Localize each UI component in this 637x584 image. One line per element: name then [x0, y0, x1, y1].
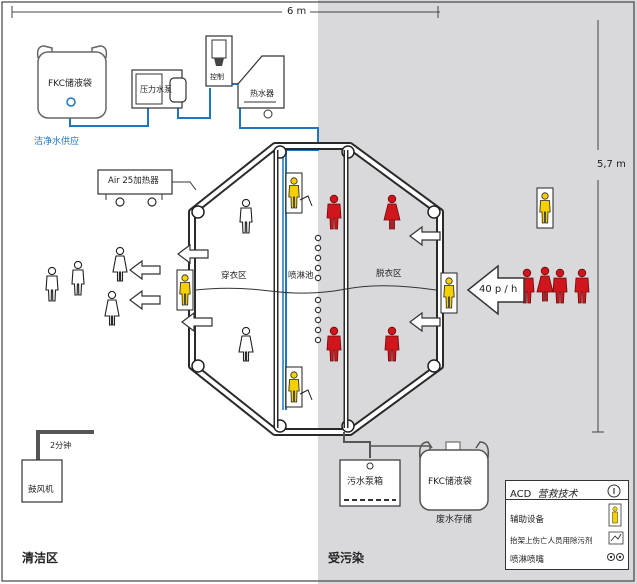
flow-arrow — [181, 312, 213, 332]
air-heater-label: Air 25加热器 — [108, 176, 159, 186]
legend-title: ACD — [510, 489, 532, 500]
sewage-pump-box-label: 污水泵箱 — [347, 477, 384, 487]
contaminated-zone-label: 受污染 — [328, 551, 365, 565]
control-label: 控制 — [210, 73, 224, 81]
clean-zone-label: 清洁区 — [22, 551, 59, 565]
legend: ACD 营救技术 辅助设备 抬架上伤亡人员用除污剂 喷淋喷嘴 — [505, 480, 629, 570]
flow-rate-label: 40 p / h — [479, 284, 518, 295]
blower-label: 鼓风机 — [28, 485, 54, 495]
yellow-person-icon — [608, 503, 622, 527]
sewage-pump-box — [339, 459, 401, 507]
water-heater-label: 热水器 — [250, 89, 274, 98]
assistant-shower-bottom — [285, 366, 303, 408]
width-dimension: 6 m — [287, 6, 307, 17]
water-pipe-pump — [177, 88, 211, 119]
shower-nozzle-icon — [607, 553, 624, 561]
clean-person — [112, 246, 128, 282]
water-pipe-supply — [69, 105, 149, 127]
shower-nozzles — [314, 234, 322, 344]
assistant-contaminated — [440, 272, 458, 314]
clean-water-supply-label: 洁净水供应 — [34, 137, 80, 147]
fkc-waste-bag-label: FKC储液袋 — [428, 477, 472, 487]
clean-person — [71, 260, 85, 296]
entry-arrow — [466, 264, 525, 316]
assistant-shower-top — [285, 172, 303, 214]
height-dimension: 5,7 m — [597, 159, 626, 170]
flow-arrow — [129, 260, 161, 280]
assistant-clean — [176, 269, 194, 311]
fkc-waste-bag — [418, 441, 490, 511]
assistant-outside — [536, 187, 554, 229]
undressing-area-label: 脱衣区 — [376, 269, 402, 279]
decon-tent — [188, 142, 444, 436]
legend-item-assistant: 辅助设备 — [510, 515, 545, 525]
info-icon — [607, 484, 621, 498]
dressed-person — [239, 198, 253, 234]
pressure-pump-label: 压力水泵 — [140, 85, 172, 94]
air-heater — [97, 169, 197, 207]
legend-item-stretcher: 抬架上伤亡人员用除污剂 — [510, 536, 593, 545]
blower-duration-label: 2分钟 — [50, 441, 72, 450]
legend-title-row: ACD 营救技术 — [510, 485, 578, 500]
dressed-person — [238, 326, 254, 362]
flow-arrow — [129, 290, 161, 310]
blower — [21, 430, 94, 503]
dressing-area-label: 穿衣区 — [221, 271, 247, 281]
stretcher-icon — [608, 531, 624, 545]
water-heater — [237, 55, 285, 119]
legend-subtitle: 营救技术 — [537, 489, 578, 500]
legend-item-nozzle: 喷淋喷嘴 — [510, 555, 545, 565]
shower-area-label: 喷淋池 — [288, 271, 314, 281]
clean-person — [104, 290, 120, 326]
waste-storage-label: 废水存储 — [436, 515, 473, 525]
fkc-supply-bag-label: FKC储液袋 — [48, 79, 92, 89]
clean-person — [45, 266, 59, 302]
fkc-supply-bag — [36, 45, 108, 119]
pressure-pump — [131, 69, 187, 109]
control-unit — [205, 35, 233, 87]
